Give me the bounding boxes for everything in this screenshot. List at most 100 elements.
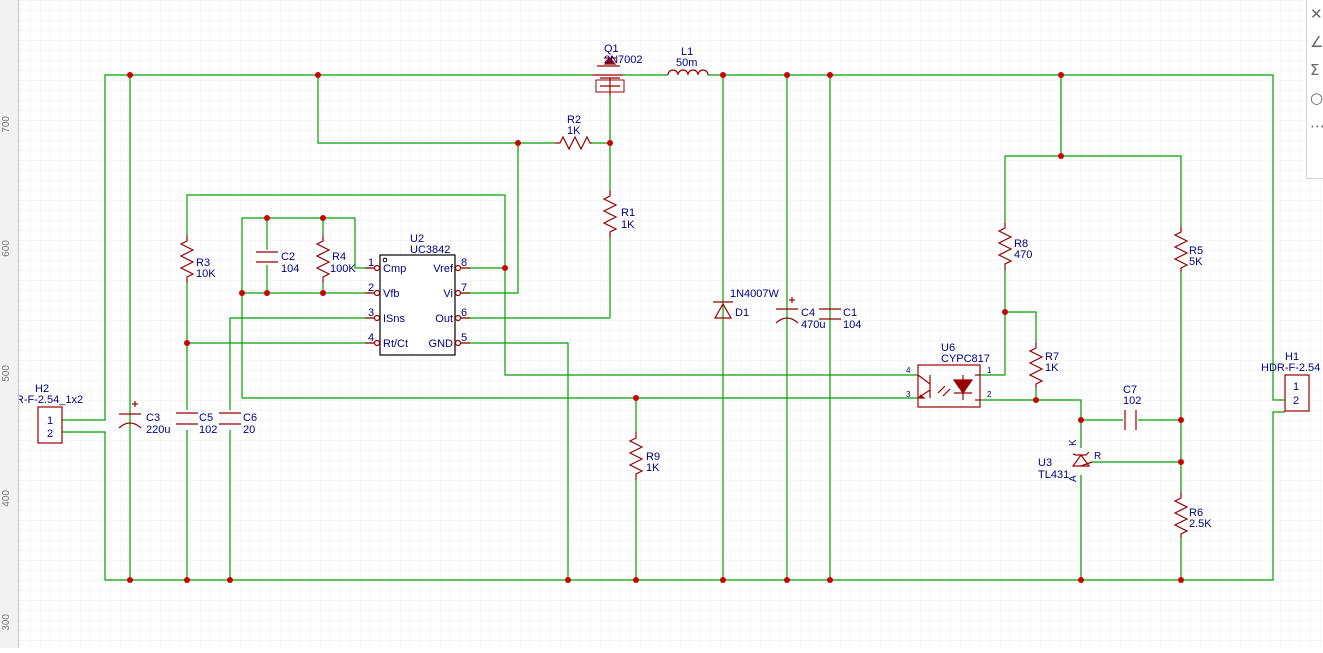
angle-icon[interactable]: ∠ (1310, 33, 1323, 51)
junction-dot (1178, 459, 1184, 465)
wire-vref (186, 194, 506, 269)
r8-value: 470 (1014, 249, 1032, 261)
junction-dot (1078, 417, 1084, 423)
junction-dot (184, 340, 190, 346)
h1-pin2: 2 (1293, 395, 1299, 407)
junction-dot (720, 72, 726, 78)
junction-dot (720, 577, 726, 583)
r8-resistor[interactable] (997, 222, 1013, 270)
u2-pin4-name: Rt/Ct (383, 338, 408, 350)
d1-diode[interactable] (713, 301, 733, 319)
r3-ref: R3 (196, 257, 210, 269)
c1-ref: C1 (843, 307, 857, 319)
wire-isns (229, 317, 375, 410)
r4-resistor[interactable] (315, 235, 331, 283)
d1-value: 1N4007W (730, 288, 780, 300)
u2-pin-labels: 1 2 3 4 Cmp Vfb ISns Rt/Ct 8 7 6 5 Vref … (368, 257, 467, 350)
close-icon[interactable]: ✕ (1310, 5, 1323, 23)
l1-inductor[interactable] (667, 69, 709, 76)
c1-capacitor[interactable] (819, 308, 841, 320)
wire-top-left (62, 74, 592, 421)
c2-ref: C2 (281, 251, 295, 263)
r1-resistor[interactable] (602, 190, 618, 238)
h2-value: HDR-F-2.54_1x2 (0, 394, 83, 406)
r8-ref: R8 (1014, 238, 1028, 250)
wire-ground (62, 411, 1285, 581)
u2-pin2-name: Vfb (383, 288, 400, 300)
u2-value: UC3842 (410, 244, 450, 256)
r6-resistor[interactable] (1173, 492, 1189, 538)
c3-value: 220u (146, 424, 170, 436)
c3-capacitor[interactable] (118, 401, 142, 429)
u3-pin-labels: K A R (1068, 439, 1101, 482)
r2-ref: R2 (567, 114, 581, 126)
r5-value: 5K (1189, 256, 1203, 268)
h2-header[interactable] (37, 406, 63, 444)
u2-pin4-num: 4 (368, 332, 374, 344)
r4-ref: R4 (332, 251, 346, 263)
r5-resistor[interactable] (1173, 226, 1189, 272)
junction-dot (315, 72, 321, 78)
r7-value: 1K (1045, 362, 1059, 374)
ruler-label: 400 (1, 490, 12, 507)
junction-dot (1078, 577, 1084, 583)
u2-pin3-name: ISns (383, 313, 406, 325)
junction-dot (827, 577, 833, 583)
junction-dot (1058, 72, 1064, 78)
q1-mosfet[interactable] (592, 57, 625, 95)
u6-pin4: 4 (906, 366, 911, 375)
c6-value: 20 (243, 424, 255, 436)
sigma-icon[interactable]: Σ (1310, 61, 1320, 79)
c6-ref: C6 (243, 412, 257, 424)
wire-opto-k (980, 399, 1082, 420)
circle-icon[interactable]: ○ (1310, 89, 1323, 107)
h1-pin1: 1 (1293, 381, 1299, 393)
u6-optocoupler[interactable] (917, 364, 981, 408)
junction-dot (827, 72, 833, 78)
u2-pin3-num: 3 (368, 307, 374, 319)
q1-ref: Q1 (604, 43, 619, 55)
r3-resistor[interactable] (179, 235, 195, 283)
u2-pin7-name: Vi (443, 288, 453, 300)
h1-header[interactable] (1284, 374, 1310, 412)
u6-ref: U6 (941, 342, 955, 354)
wire-r7 (1005, 311, 1037, 342)
r6-ref: R6 (1189, 507, 1203, 519)
u6-pin2: 2 (987, 390, 992, 399)
c2-capacitor[interactable] (256, 251, 278, 263)
junction-dot (320, 290, 326, 296)
junction-dot (784, 577, 790, 583)
u3-tl431[interactable] (1071, 451, 1093, 467)
u6-value: CYPC817 (941, 353, 990, 365)
c2-value: 104 (281, 263, 299, 275)
r1-ref: R1 (621, 207, 635, 219)
c7-ref: C7 (1123, 384, 1137, 396)
r4-value: 100K (330, 263, 356, 275)
junction-dot (502, 265, 508, 271)
c3-ref: C3 (146, 412, 160, 424)
u6-pin3: 3 (906, 390, 911, 399)
more-icon[interactable]: ⋯ (1310, 117, 1323, 135)
r1-value: 1K (621, 219, 635, 231)
u2-ic[interactable] (365, 254, 470, 356)
r7-resistor[interactable] (1028, 342, 1044, 388)
c6-capacitor[interactable] (219, 412, 241, 425)
c4-capacitor[interactable] (775, 297, 799, 324)
u2-pin6-name: Out (435, 313, 453, 325)
ruler-label: 600 (1, 240, 12, 257)
wire-r2-left (317, 75, 555, 144)
r9-resistor[interactable] (628, 432, 644, 480)
c7-capacitor[interactable] (1124, 410, 1137, 430)
u3-pin-r: R (1094, 451, 1101, 462)
junction-dot (239, 290, 245, 296)
u2-pin8-num: 8 (461, 257, 467, 269)
r2-resistor[interactable] (555, 135, 592, 151)
junction-dot (607, 140, 613, 146)
r6-value: 2.5K (1189, 518, 1212, 530)
header-pin-labels: 1 2 1 2 (47, 381, 1299, 440)
c5-capacitor[interactable] (176, 412, 198, 425)
u2-pin1-name: Cmp (383, 263, 406, 275)
